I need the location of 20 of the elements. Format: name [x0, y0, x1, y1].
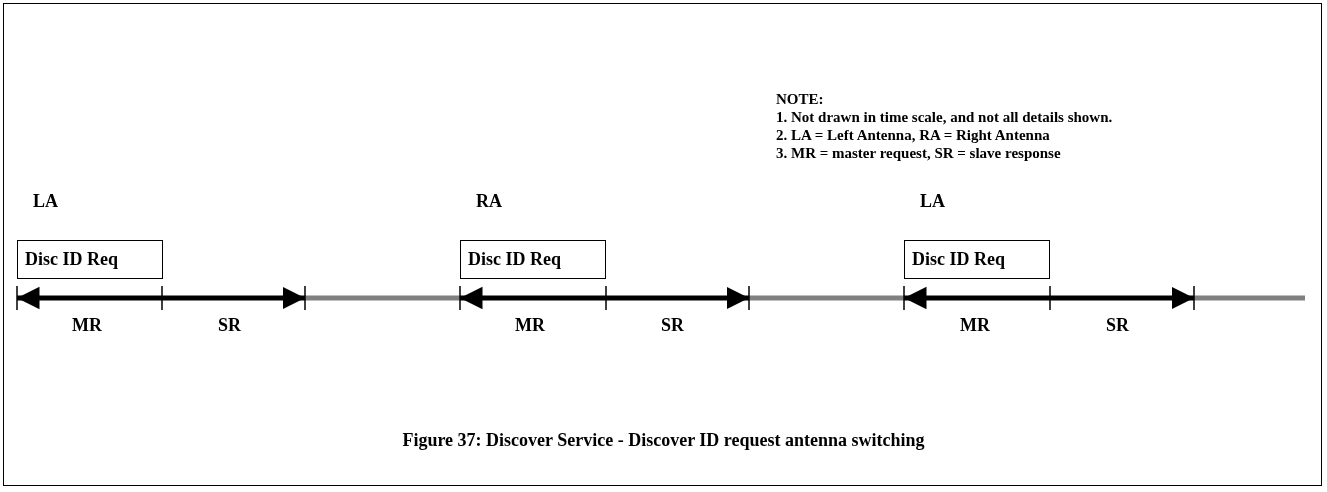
frame-label: Disc ID Req	[25, 249, 118, 270]
note-text: 2. LA = Left Antenna, RA = Right Antenna	[776, 128, 1050, 143]
note-text: 3. MR = master request, SR = slave response	[776, 146, 1061, 161]
note-heading: NOTE:	[776, 92, 824, 107]
antenna-label: RA	[476, 192, 502, 210]
frame-label: Disc ID Req	[912, 249, 1005, 270]
antenna-label: LA	[920, 192, 945, 210]
note-text: 1. Not drawn in time scale, and not all details shown.	[776, 110, 1113, 125]
frame-box	[904, 240, 1050, 279]
segment-label: MR	[960, 316, 990, 334]
figure-caption: Figure 37: Discover Service - Discover ID request antenna switching	[402, 431, 925, 449]
segment-label: MR	[72, 316, 102, 334]
segment-label: SR	[218, 316, 241, 334]
antenna-label: LA	[33, 192, 58, 210]
segment-label: MR	[515, 316, 545, 334]
frame-label: Disc ID Req	[468, 249, 561, 270]
segment-label: SR	[1106, 316, 1129, 334]
frame-box	[17, 240, 163, 279]
frame-box	[460, 240, 606, 279]
segment-label: SR	[661, 316, 684, 334]
